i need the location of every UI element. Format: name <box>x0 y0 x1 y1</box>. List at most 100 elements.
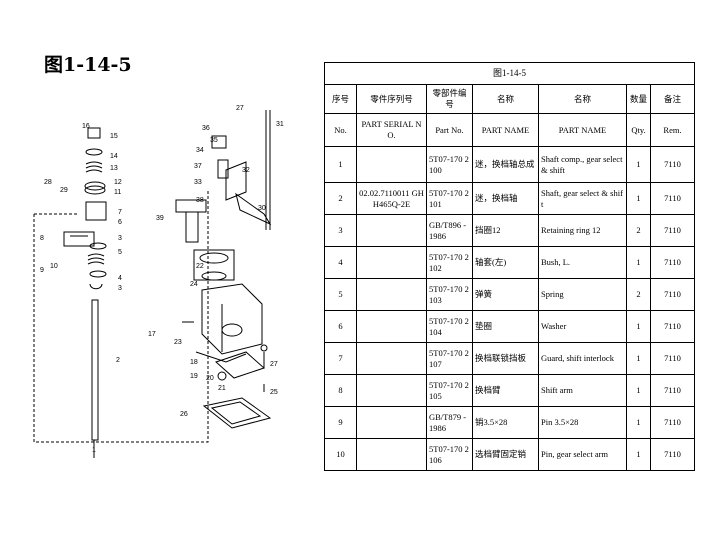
svg-text:12: 12 <box>114 179 122 186</box>
cell-part: 5T07-170 2104 <box>426 310 473 343</box>
cell-rem: 7110 <box>649 342 696 375</box>
cell-qty: 1 <box>626 342 651 375</box>
cell-name-zh: 迷，换档轴总成 <box>472 146 539 183</box>
cell-serial: 02.02.7110011 GHH465Q-2E <box>356 182 427 215</box>
cell-name-en: Guard, shift interlock <box>538 342 627 375</box>
svg-text:27: 27 <box>236 105 244 112</box>
svg-text:38: 38 <box>196 197 204 204</box>
cell-rem: 7110 <box>649 182 696 215</box>
cell-part: 5T07-170 2107 <box>426 342 473 375</box>
header-en: PART NAME <box>472 113 539 147</box>
svg-text:11: 11 <box>114 189 121 196</box>
svg-text:23: 23 <box>174 339 182 346</box>
cell-serial <box>356 146 427 183</box>
cell-name-en: Bush, L. <box>538 246 627 279</box>
svg-text:21: 21 <box>218 385 226 392</box>
svg-text:22: 22 <box>196 263 204 270</box>
svg-text:29: 29 <box>60 187 68 194</box>
svg-text:10: 10 <box>50 263 58 270</box>
cell-qty: 1 <box>626 310 651 343</box>
cell-part: 5T07-170 2102 <box>426 246 473 279</box>
table-row: 5 5T07-170 2103 弹簧 Spring 2 7110 <box>324 278 696 311</box>
cell-name-zh: 换档臂 <box>472 374 539 407</box>
cell-rem: 7110 <box>649 246 696 279</box>
svg-text:6: 6 <box>118 219 122 226</box>
cell-no: 10 <box>324 438 357 471</box>
svg-text:34: 34 <box>196 147 204 154</box>
svg-text:30: 30 <box>258 205 266 212</box>
cell-qty: 2 <box>626 214 651 247</box>
header-zh: 零件序列号 <box>356 84 427 114</box>
cell-serial <box>356 310 427 343</box>
cell-rem: 7110 <box>649 214 696 247</box>
cell-name-zh: 销3.5×28 <box>472 406 539 439</box>
cell-serial <box>356 342 427 375</box>
parts-table: 图1-14-5 序号 零件序列号 零部件编号 名称 名称 数量 备注 No. P… <box>323 62 696 471</box>
svg-text:9: 9 <box>40 267 44 274</box>
header-zh: 零部件编号 <box>426 84 473 114</box>
cell-no: 6 <box>324 310 357 343</box>
svg-text:4: 4 <box>118 275 122 282</box>
svg-text:20: 20 <box>206 375 214 382</box>
cell-name-zh: 垫圈 <box>472 310 539 343</box>
svg-text:33: 33 <box>194 179 202 186</box>
header-en: Part No. <box>426 113 473 147</box>
svg-text:39: 39 <box>156 215 164 222</box>
cell-no: 9 <box>324 406 357 439</box>
svg-text:14: 14 <box>110 153 118 160</box>
table-row: 7 5T07-170 2107 换档联锁挡板 Guard, shift inte… <box>324 342 696 375</box>
header-en: PART NAME <box>538 113 627 147</box>
table-caption: 图1-14-5 <box>323 62 696 85</box>
svg-text:26: 26 <box>180 411 188 418</box>
table-row: 8 5T07-170 2105 换档臂 Shift arm 1 7110 <box>324 374 696 407</box>
cell-qty: 1 <box>626 438 651 471</box>
cell-no: 3 <box>324 214 357 247</box>
cell-serial <box>356 406 427 439</box>
cell-part: 5T07-170 2101 <box>426 182 473 215</box>
svg-text:7: 7 <box>118 209 122 216</box>
cell-part: 5T07-170 2105 <box>426 374 473 407</box>
cell-qty: 1 <box>626 406 651 439</box>
cell-name-en: Pin, gear select arm <box>538 438 627 471</box>
cell-qty: 1 <box>626 182 651 215</box>
svg-text:24: 24 <box>190 281 198 288</box>
svg-text:27: 27 <box>270 361 278 368</box>
cell-rem: 7110 <box>649 438 696 471</box>
table-row: 2 02.02.7110011 GHH465Q-2E 5T07-170 2101… <box>324 182 696 215</box>
cell-serial <box>356 278 427 311</box>
cell-no: 5 <box>324 278 357 311</box>
svg-text:3: 3 <box>118 235 122 242</box>
header-zh: 名称 <box>472 84 539 114</box>
cell-no: 4 <box>324 246 357 279</box>
cell-qty: 1 <box>626 146 651 183</box>
header-en: Rem. <box>649 113 696 147</box>
cell-name-zh: 轴套(左) <box>472 246 539 279</box>
table-row: 6 5T07-170 2104 垫圈 Washer 1 7110 <box>324 310 696 343</box>
svg-text:15: 15 <box>110 133 118 140</box>
cell-name-zh: 换档联锁挡板 <box>472 342 539 375</box>
table-row: 10 5T07-170 2106 选档臂固定销 Pin, gear select… <box>324 438 696 471</box>
cell-name-en: Shift arm <box>538 374 627 407</box>
svg-text:13: 13 <box>110 165 118 172</box>
svg-text:1: 1 <box>92 447 96 454</box>
figure-title: 图1-14-5 <box>44 54 132 76</box>
svg-text:5: 5 <box>118 249 122 256</box>
svg-text:19: 19 <box>190 373 198 380</box>
table-row: 3 GB/T896 -1986 挡圈12 Retaining ring 12 2… <box>324 214 696 247</box>
cell-name-zh: 挡圈12 <box>472 214 539 247</box>
cell-part: GB/T879 -1986 <box>426 406 473 439</box>
svg-text:16: 16 <box>82 123 90 130</box>
svg-text:25: 25 <box>270 389 278 396</box>
cell-no: 2 <box>324 182 357 215</box>
cell-name-zh: 选档臂固定销 <box>472 438 539 471</box>
cell-name-zh: 迷，换档轴 <box>472 182 539 215</box>
header-zh: 数量 <box>626 84 651 114</box>
cell-serial <box>356 246 427 279</box>
cell-part: 5T07-170 2106 <box>426 438 473 471</box>
cell-part: 5T07-170 2100 <box>426 146 473 183</box>
cell-qty: 2 <box>626 278 651 311</box>
cell-qty: 1 <box>626 246 651 279</box>
cell-qty: 1 <box>626 374 651 407</box>
cell-rem: 7110 <box>649 278 696 311</box>
